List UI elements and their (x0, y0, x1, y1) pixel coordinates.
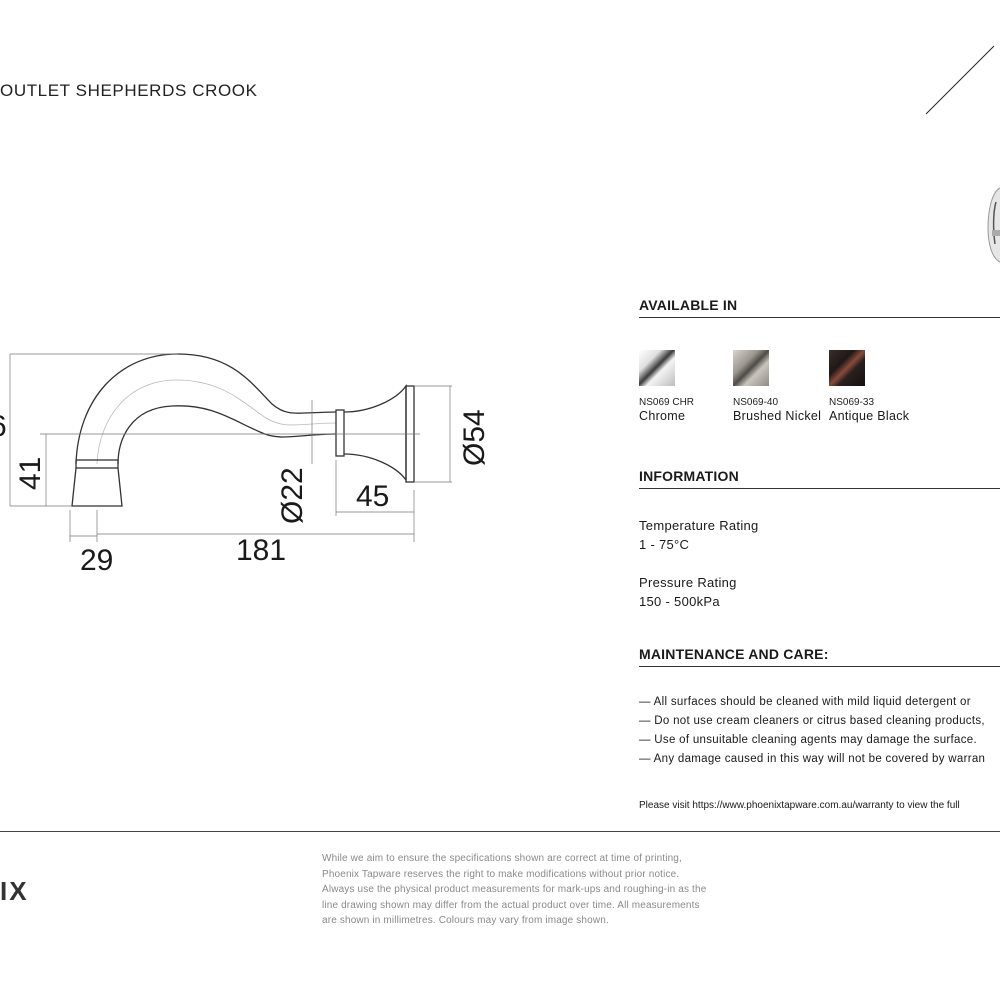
finish-code-antique-black: NS069-33 (829, 397, 875, 408)
pressure-rating-label: Pressure Rating (639, 575, 737, 590)
product-photo-spout-icon (987, 187, 1000, 263)
dimension-181-label: 181 (236, 534, 286, 567)
maintenance-divider (639, 666, 1000, 667)
finish-code-chrome: NS069 CHR (639, 397, 695, 408)
dimension-diameter-22-label: Ø22 (276, 467, 309, 524)
disclaimer-line: Phoenix Tapware reserves the right to ma… (322, 868, 680, 880)
disclaimer-line: While we aim to ensure the specification… (322, 853, 682, 864)
brand-logo: IX (0, 876, 29, 906)
maintenance-heading: MAINTENANCE AND CARE: (639, 646, 829, 662)
disclaimer-line: Always use the physical product measurem… (322, 884, 707, 895)
finish-name-chrome: Chrome (639, 409, 686, 423)
maintenance-bullet: — Do not use cream cleaners or citrus ba… (639, 715, 985, 727)
footer-divider (0, 831, 1000, 832)
product-photo-corner (925, 45, 1000, 263)
disclaimer: While we aim to ensure the specification… (322, 851, 762, 929)
available-in-heading: AVAILABLE IN (639, 297, 738, 313)
dimension-29-label: 29 (80, 544, 113, 577)
pressure-rating-value: 150 - 500kPa (639, 594, 720, 609)
dimension-diameter-54-label: Ø54 (458, 409, 491, 466)
finish-swatch-chrome[interactable] (639, 350, 675, 386)
temperature-rating-label: Temperature Rating (639, 518, 759, 533)
disclaimer-line: are shown in millimetres. Colours may va… (322, 915, 609, 926)
warranty-link[interactable]: Please visit https://www.phoenixtapware.… (639, 800, 960, 811)
dimension-41-label: 41 (14, 457, 47, 490)
disclaimer-line: line drawing shown may differ from the a… (322, 899, 700, 911)
maintenance-bullet: — Use of unsuitable cleaning agents may … (639, 734, 977, 746)
dimension-45-label: 45 (356, 480, 389, 513)
finish-swatch-antique-black[interactable] (829, 350, 865, 386)
maintenance-bullet: — All surfaces should be cleaned with mi… (639, 696, 971, 708)
finish-name-antique-black: Antique Black (829, 409, 910, 423)
maintenance-bullet: — Any damage caused in this way will not… (639, 753, 986, 765)
technical-drawing: 6 41 29 181 Ø22 45 Ø54 (0, 353, 491, 577)
temperature-rating-value: 1 - 75°C (639, 537, 690, 552)
information-heading: INFORMATION (639, 468, 739, 484)
dimension-height-partial-label: 6 (0, 410, 7, 443)
finish-swatch-brushed-nickel[interactable] (733, 350, 769, 386)
finish-name-brushed-nickel: Brushed Nickel (733, 409, 822, 423)
product-title: OUTLET SHEPHERDS CROOK (0, 81, 258, 100)
information-divider (639, 488, 1000, 489)
available-in-divider (639, 317, 1000, 318)
finish-code-brushed-nickel: NS069-40 (733, 397, 779, 408)
